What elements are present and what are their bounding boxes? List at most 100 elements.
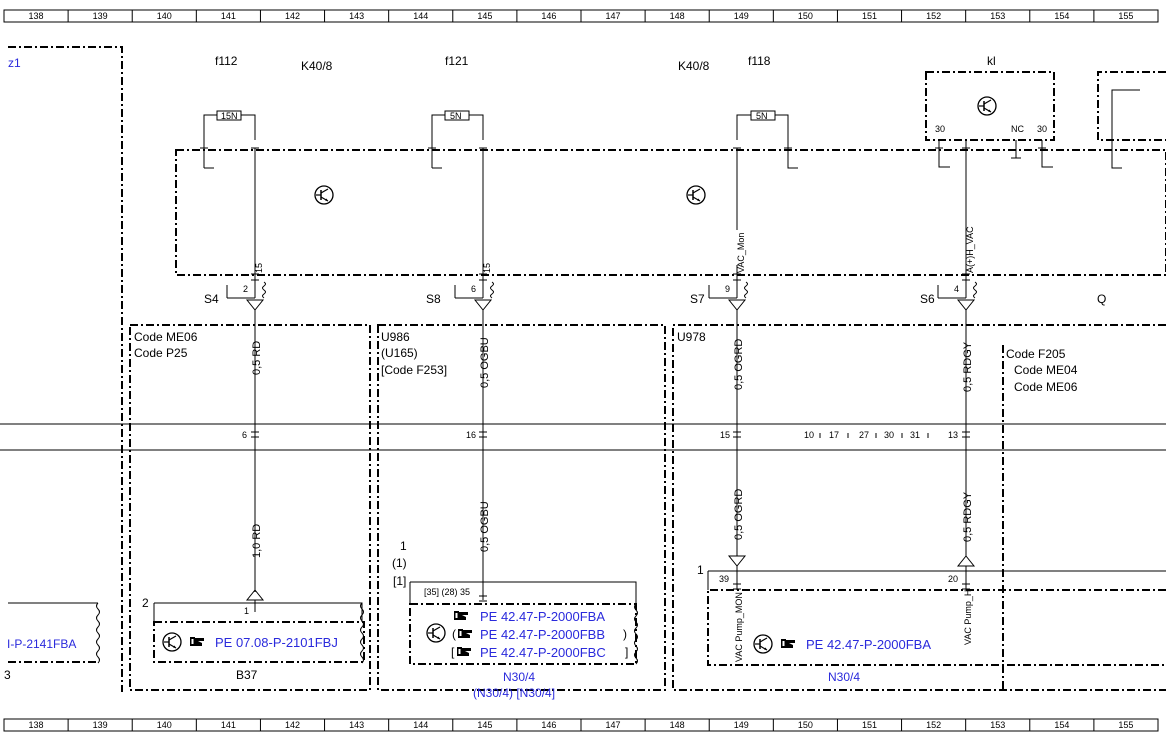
svg-text:31: 31 [910,430,920,440]
ruler-cell-label: 148 [670,11,685,21]
svg-text:1: 1 [400,539,407,553]
svg-text:PE 42.47-P-2000FBB: PE 42.47-P-2000FBB [480,627,605,642]
ruler-cell-label: 138 [29,11,44,21]
ruler-cell-label: 146 [541,11,556,21]
ruler-cell-label: 142 [285,720,300,730]
svg-text:10: 10 [804,430,814,440]
label-kl: kl [987,54,996,68]
transistor-icon [686,185,706,205]
svg-text:N30/4: N30/4 [503,670,535,684]
svg-text:(N30/4) [N30/4]: (N30/4) [N30/4] [473,686,555,700]
svg-text:17: 17 [829,430,839,440]
label-s8: S8 [426,292,441,306]
svg-text:U986: U986 [381,330,410,344]
right-edge-wire [1111,89,1140,169]
svg-text:Code P25: Code P25 [134,346,188,360]
svg-text:20: 20 [948,574,958,584]
svg-text:2: 2 [243,284,248,294]
ruler-cell-label: 138 [29,720,44,730]
label-s6: S6 [920,292,935,306]
svg-text:6: 6 [242,430,247,440]
bus-pin-labels: 6 16 15 13 10 17 27 30 31 [242,430,958,440]
svg-text:[Code F253]: [Code F253] [381,363,447,377]
svg-text:30: 30 [884,430,894,440]
svg-text:B37: B37 [236,668,258,682]
b37-component: 1 2 PE 07.08-P-2101FBJ B37 [142,596,365,682]
svg-text:39: 39 [719,574,729,584]
svg-text:0,5 OGBU: 0,5 OGBU [479,337,491,388]
label-s4: S4 [204,292,219,306]
fuse-f121: 5N [428,110,487,169]
svg-text:30: 30 [1037,124,1047,134]
circuit-3 [708,148,748,590]
ruler-cell-label: 152 [926,720,941,730]
code-box-3: U978 [672,324,1166,691]
svg-text:1: 1 [697,563,704,577]
left-module-frame [8,46,123,692]
svg-text:Code ME06: Code ME06 [134,330,198,344]
ruler-cell-label: 140 [157,11,172,21]
svg-text:9: 9 [725,284,730,294]
code-box-4: Code F205 Code ME04 Code ME06 [1002,345,1078,690]
svg-text:0,5 RD: 0,5 RD [251,341,263,375]
ruler-cell-label: 148 [670,720,685,730]
ruler-cell-label: 143 [349,11,364,21]
svg-text:4: 4 [954,284,959,294]
svg-text:Code ME04: Code ME04 [1014,363,1078,377]
ruler-cell-label: 147 [606,11,621,21]
label-q: Q [1097,292,1106,306]
svg-text:PE 42.47-P-2000FBA: PE 42.47-P-2000FBA [480,609,605,624]
ruler-cell-label: 150 [798,720,813,730]
code-box-1: Code ME06 Code P25 [129,324,371,691]
svg-text:0,5 OGBU: 0,5 OGBU [479,501,491,552]
svg-text:U978: U978 [677,330,706,344]
label-s7: S7 [690,292,705,306]
svg-text:0,5 OGRD: 0,5 OGRD [733,339,745,390]
ruler-cell-label: 154 [1054,720,1069,730]
ruler-cell-label: 146 [541,720,556,730]
svg-text:(U165): (U165) [381,346,418,360]
ruler-cell-label: 152 [926,11,941,21]
svg-text:1: 1 [244,606,249,616]
relay-kl: 30 NC 30 [925,71,1055,280]
svg-text:16: 16 [466,430,476,440]
n30-component-left: [35] (28) 35 1 (1) [1] PE 42.47-P-2000FB… [392,539,638,700]
n30-component-right: 39 20 1 VAC Pump_MON VAC Pump_H PE 42.47… [697,563,1166,684]
ruler-cell-label: 147 [606,720,621,730]
ruler-cell-label: 153 [990,720,1005,730]
label-f118: f118 [748,54,771,68]
svg-text:1,0 RD: 1,0 RD [251,524,263,558]
ruler-cell-label: 144 [413,11,428,21]
circuit-2 [454,148,494,602]
right-edge-box [1097,71,1166,141]
ruler-cell-label: 149 [734,11,749,21]
ruler-cell-label: 151 [862,11,877,21]
svg-text:Code F205: Code F205 [1006,347,1066,361]
code-box-2: U986 (U165) [Code F253] [377,324,666,691]
svg-text:15N: 15N [221,111,238,121]
label-k40-left: K40/8 [301,59,333,73]
svg-text:PE 07.08-P-2101FBJ: PE 07.08-P-2101FBJ [215,635,338,650]
ruler-cell-label: 139 [93,720,108,730]
ruler-cell-label: 153 [990,11,1005,21]
svg-text:VAC_Mon: VAC_Mon [736,233,746,273]
ruler-cell-label: 140 [157,720,172,730]
svg-text:(: ( [452,627,456,641]
svg-text:VAC Pump_H: VAC Pump_H [963,590,973,645]
svg-text:5N: 5N [450,111,462,121]
ruler-cell-label: 141 [221,720,236,730]
circuit-4 [937,240,977,590]
fuse-f112: 15N [200,110,259,169]
k40-module-box [175,149,1166,276]
ruler-cell-label: 141 [221,11,236,21]
ruler-cell-label: 142 [285,11,300,21]
svg-text:PE 42.47-P-2000FBA: PE 42.47-P-2000FBA [806,637,931,652]
svg-text:I-P-2141FBA: I-P-2141FBA [7,637,76,651]
fuse-f118: 5N [733,110,798,169]
svg-text:6: 6 [471,284,476,294]
transistor-icon [314,185,334,205]
ruler-cell-label: 155 [1118,720,1133,730]
svg-text:0,5 RDGY: 0,5 RDGY [962,491,974,542]
